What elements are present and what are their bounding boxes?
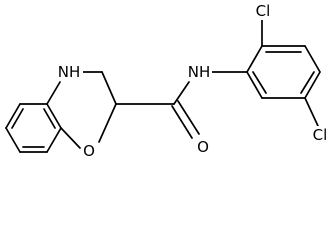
bond-b3-n: [46, 81, 61, 105]
oxazine-ring: [46, 71, 117, 149]
bond-a5-cl-bottom: [304, 97, 319, 127]
bond-carbonyl-o-1: [171, 105, 193, 139]
bond-b3-b4: [46, 103, 62, 129]
atom-label-cl-bottom: Cl: [313, 126, 328, 144]
chemical-structure-diagram: NH O NH O Cl Cl: [5, 2, 331, 160]
bond-a1-a2: [246, 45, 263, 73]
bond-b4-b5: [46, 127, 62, 153]
bond-carbonyl-o-2: [177, 100, 200, 135]
atom-labels: NH O NH O Cl Cl: [57, 2, 331, 160]
bond-b6-b1: [5, 127, 21, 153]
bond-ch-o: [98, 103, 117, 143]
bond-double-b3-b4: [43, 108, 56, 129]
bond-a4-a5: [304, 71, 321, 99]
bond-a6-a1: [246, 71, 263, 99]
bond-double-a4-a5: [300, 71, 315, 94]
bond-ch2-ch: [101, 71, 117, 105]
dichlorophenyl-ring: [246, 19, 321, 127]
bond-double-a6-a1: [252, 71, 267, 94]
bond-carbonyl-nh: [173, 81, 190, 105]
atom-label-o-ring: O: [83, 142, 95, 160]
atom-label-o-carbonyl: O: [197, 138, 209, 156]
bond-o-b4: [60, 127, 81, 149]
bond-double-b1-b2: [11, 108, 24, 129]
bond-a3-a4: [304, 45, 321, 73]
atom-label-nh-ring: NH: [58, 63, 81, 81]
atom-label-nh-amide: NH: [188, 63, 211, 81]
bond-b1-b2: [5, 103, 21, 129]
amide-group: [115, 71, 248, 139]
atom-label-cl-top: Cl: [256, 2, 271, 20]
benzoxazine-benzene-ring: [5, 103, 62, 153]
